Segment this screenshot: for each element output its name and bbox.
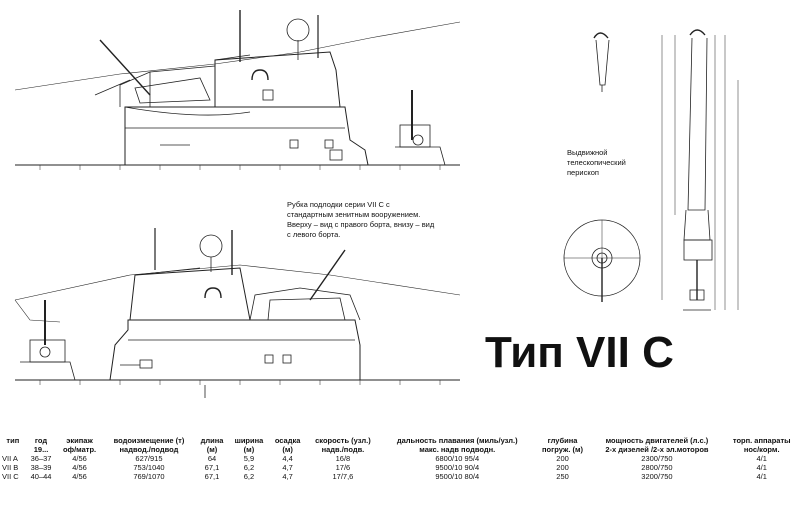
table-cell: 38–39	[30, 463, 52, 472]
table-cell: 4/1	[756, 463, 767, 472]
table-cell: 2300/750	[641, 454, 673, 463]
col-header: осадка(м)	[274, 436, 301, 454]
table-cell: 4/1	[756, 454, 767, 463]
table-row: VII A 36–37 4/56 627/915 64 5,9 4,4 16/8…	[0, 454, 800, 463]
col-header: дальность плавания (миль/узл.)макс. надв…	[396, 436, 518, 454]
periscope-caption-line: перископ	[567, 168, 599, 177]
tower-caption: Рубка подлодки серии VII С с стандартным…	[287, 200, 477, 240]
table-cell: 753/1040	[133, 463, 165, 472]
table-cell: 200	[556, 463, 569, 472]
table-cell: 9500/10 80/4	[435, 472, 480, 481]
col-header: ширина(м)	[234, 436, 264, 454]
telescopic-periscope	[661, 29, 739, 311]
table-cell: 6,2	[243, 472, 255, 481]
table-cell: 4/1	[756, 472, 767, 481]
table-cell: 4,7	[282, 472, 293, 481]
table-cell: 40–44	[30, 472, 52, 481]
col-header: скорость (узл.)надв./подв.	[315, 436, 371, 454]
col-header: тип	[6, 436, 20, 445]
periscope-head-detail	[593, 32, 610, 92]
table-cell: 200	[556, 454, 569, 463]
table-cell: 4,4	[282, 454, 293, 463]
table-cell: 250	[556, 472, 569, 481]
table-cell: VII C	[2, 472, 19, 481]
table-row: VII C 40–44 4/56 769/1070 67,1 6,2 4,7 1…	[0, 472, 800, 481]
table-cell: 4,7	[282, 463, 293, 472]
table-cell: 17/7,6	[332, 472, 354, 481]
conning-tower-starboard-view	[14, 10, 461, 170]
conning-tower-port-view	[14, 228, 461, 398]
periscope-caption: Выдвижной телескопический перископ	[567, 148, 626, 178]
table-cell: 4/56	[72, 472, 87, 481]
caption-line: с левого борта.	[287, 230, 341, 239]
table-cell: 769/1070	[133, 472, 165, 481]
table-row: VII B 38–39 4/56 753/1040 67,1 6,2 4,7 1…	[0, 463, 800, 472]
table-cell: VII A	[2, 454, 18, 463]
table-cell: 4/56	[72, 463, 87, 472]
table-cell: 17/6	[335, 463, 351, 472]
table-cell: 67,1	[204, 472, 220, 481]
page-title: Тип VII C	[485, 328, 674, 377]
table-cell: 5,9	[243, 454, 255, 463]
table-cell: 6,2	[243, 463, 255, 472]
table-cell: 9500/10 90/4	[435, 463, 480, 472]
table-cell: 4/56	[72, 454, 87, 463]
periscope-plan-view	[563, 219, 641, 302]
caption-line: Рубка подлодки серии VII С с	[287, 200, 390, 209]
caption-line: Вверху – вид с правого борта, внизу – ви…	[287, 220, 435, 229]
periscope-caption-line: Выдвижной	[567, 148, 608, 157]
table-cell: 2800/750	[641, 463, 673, 472]
col-header: мощность двигателей (л.с.)2-х дизелей /2…	[605, 436, 709, 454]
caption-line: стандартным зенитным вооружением.	[287, 210, 421, 219]
periscope-caption-line: телескопический	[567, 158, 626, 167]
table-cell: 67,1	[204, 463, 220, 472]
table-cell: 16/8	[335, 454, 351, 463]
table-cell: 6800/10 95/4	[435, 454, 480, 463]
table-cell: 64	[207, 454, 217, 463]
table-cell: VII B	[2, 463, 19, 472]
table-cell: 36–37	[30, 454, 52, 463]
col-header: длина(м)	[200, 436, 224, 454]
col-header: водоизмещение (т)надвод./подвод	[113, 436, 185, 454]
table-cell: 3200/750	[641, 472, 673, 481]
table-cell: 627/915	[135, 454, 163, 463]
